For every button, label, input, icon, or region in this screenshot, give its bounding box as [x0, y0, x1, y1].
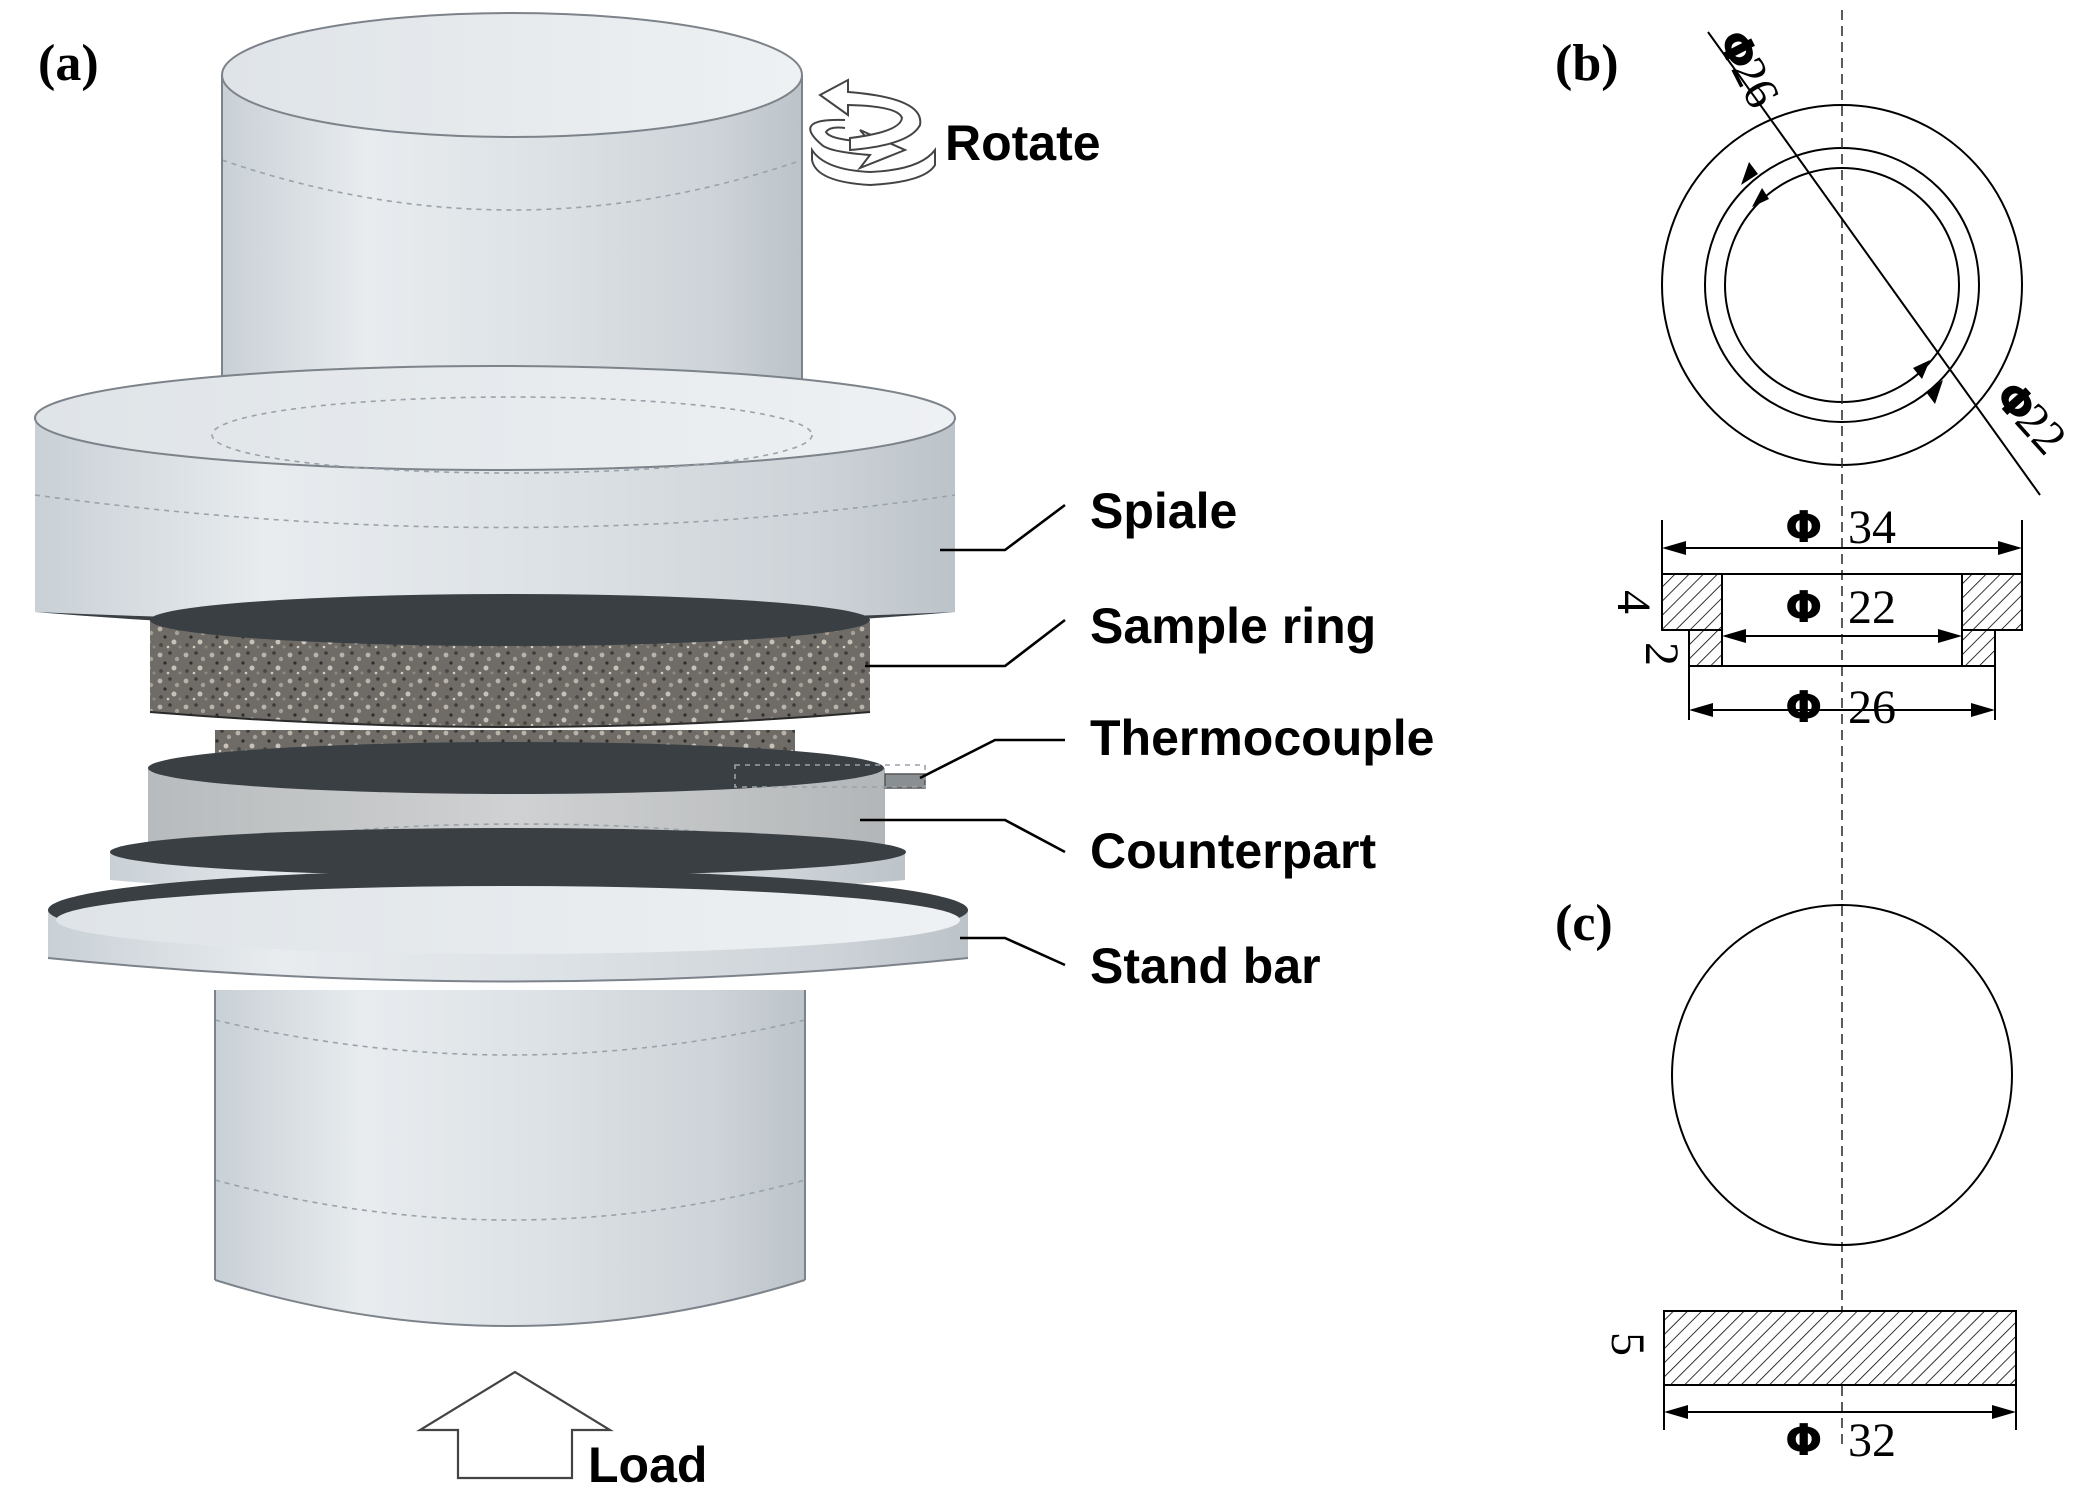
- leader-counterpart: [860, 818, 1066, 854]
- callout-spiale: Spiale: [1090, 483, 1237, 539]
- callout-sample-ring: Sample ring: [1090, 598, 1376, 654]
- b-dim-step: 26: [1848, 681, 1896, 734]
- c-dim-thickness: 5: [1601, 1332, 1654, 1356]
- b-dim-bore: 22: [1848, 581, 1896, 634]
- b-diagonal-dim-line: [1707, 31, 2041, 496]
- b-phi-step: Φ: [1785, 682, 1822, 733]
- upper-shaft: [221, 12, 803, 400]
- c-phi: Φ: [1785, 1415, 1822, 1466]
- panel-c: (c) Φ 32 5: [1555, 895, 2017, 1467]
- leader-sample-ring: [865, 618, 1066, 668]
- leader-spiale: [940, 503, 1066, 552]
- c-plan-circle: [1671, 904, 2013, 1246]
- c-section: [1663, 1310, 2017, 1386]
- b-dim-step-height: 2: [1635, 642, 1688, 666]
- leader-thermocouple: [919, 738, 1065, 780]
- c-dim-diameter: 32: [1848, 1414, 1896, 1467]
- b-section: [1661, 573, 2023, 667]
- callout-thermocouple: Thermocouple: [1090, 710, 1434, 766]
- panel-a: (a): [34, 12, 1434, 1491]
- callout-rotate: Rotate: [945, 115, 1101, 171]
- load-arrow-icon: [416, 1370, 614, 1480]
- rotate-arrow-icon: [809, 78, 936, 187]
- b-phi-outer: Φ: [1785, 502, 1822, 553]
- callout-stand-bar: Stand bar: [1090, 938, 1321, 994]
- b-phi-bore: Φ: [1785, 582, 1822, 633]
- panel-label-b: (b): [1555, 35, 1619, 92]
- svg-text:5: 5: [1601, 1332, 1654, 1356]
- b-dim-inner-top: Φ 22: [1984, 371, 2073, 465]
- svg-text:2: 2: [1635, 642, 1688, 666]
- callout-load: Load: [588, 1437, 707, 1491]
- leader-stand-bar: [960, 936, 1066, 967]
- callout-counterpart: Counterpart: [1090, 823, 1376, 879]
- lower-shaft: [214, 990, 806, 1327]
- spiale-disk: [34, 365, 956, 631]
- b-dim-outer: 34: [1848, 501, 1896, 554]
- panel-b: (b) Φ 26 Φ 22: [1555, 10, 2073, 1450]
- panel-label-a: (a): [38, 35, 99, 92]
- svg-text:4: 4: [1607, 590, 1660, 614]
- b-dim-outer-top: Φ 26: [1706, 22, 1790, 116]
- panel-label-c: (c): [1555, 895, 1613, 952]
- stand-bar: [47, 828, 969, 983]
- b-dim-height: 4: [1607, 590, 1660, 614]
